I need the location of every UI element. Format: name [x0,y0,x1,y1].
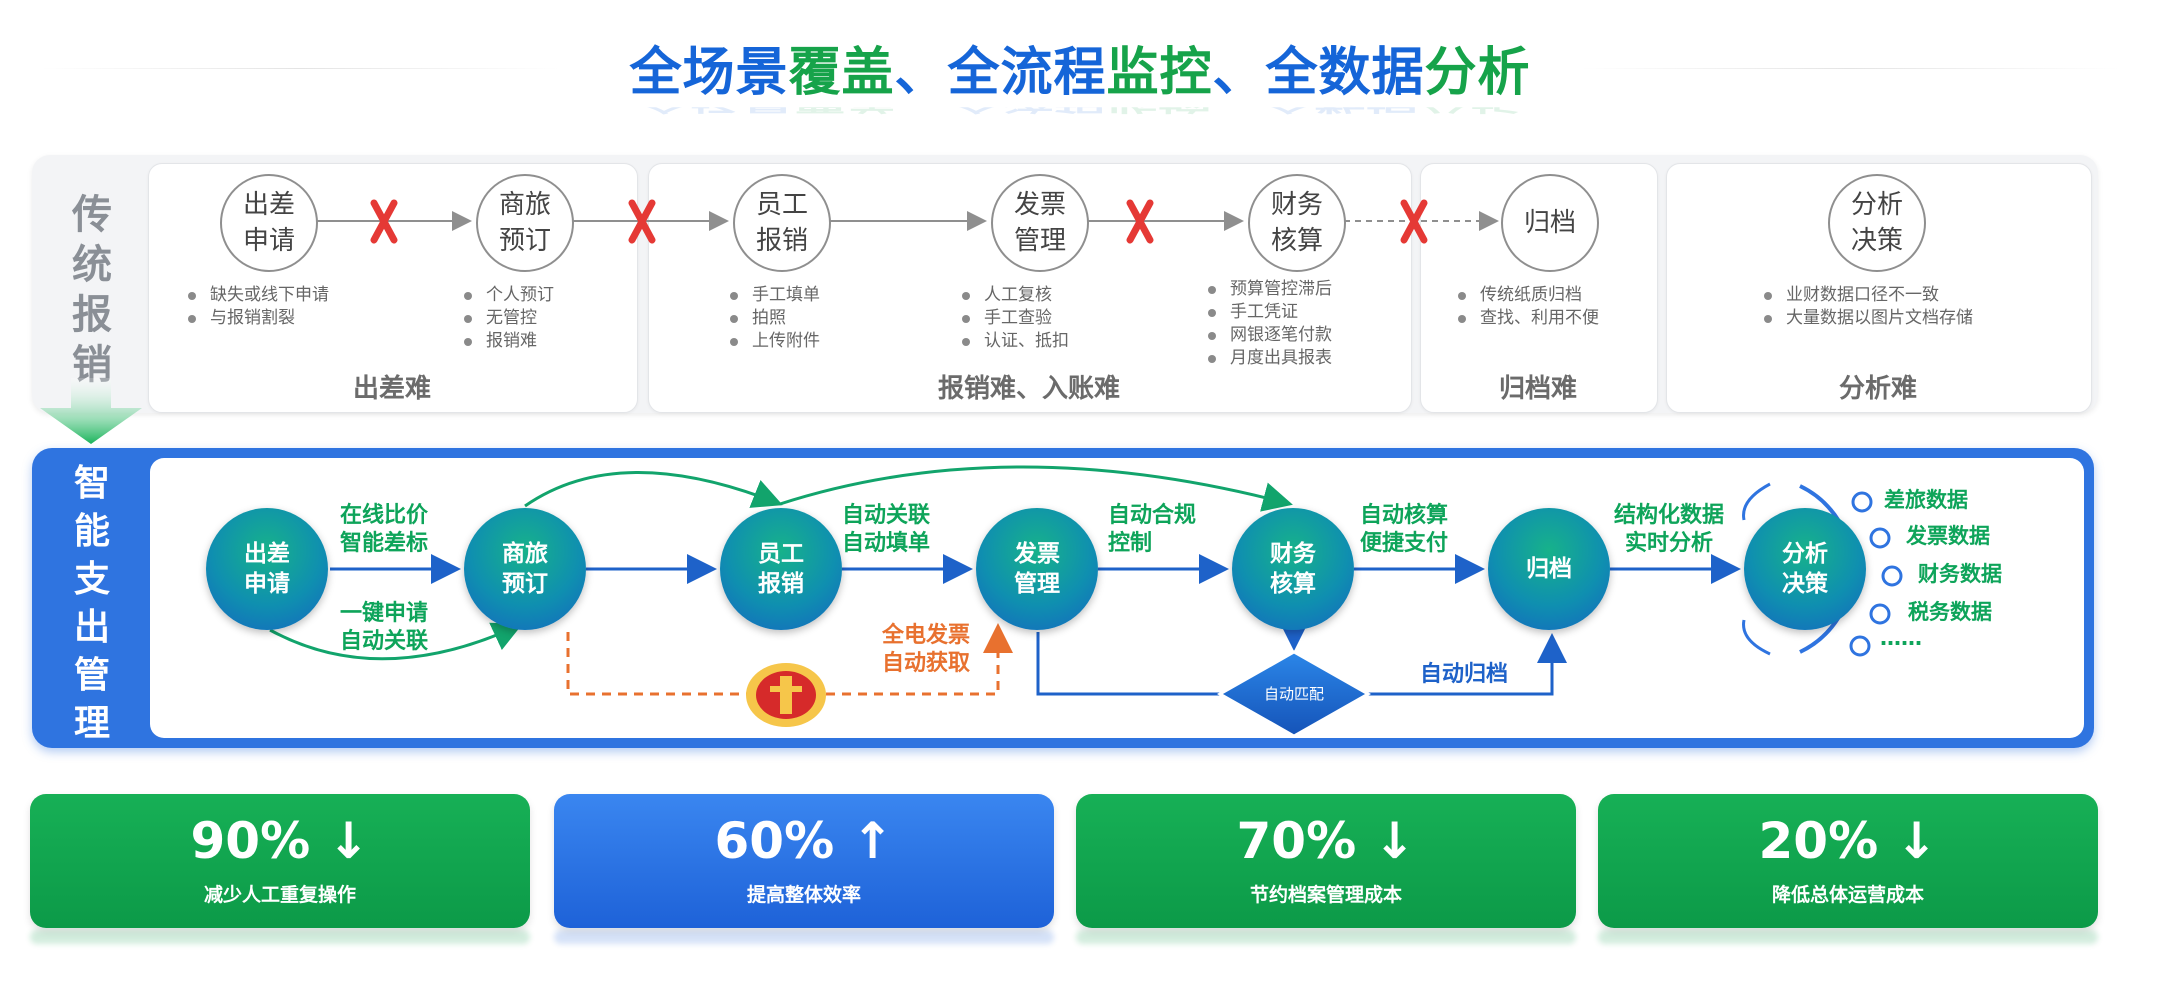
list-item: 上传附件 [728,330,820,353]
title-segment: 覆盖 [788,43,895,103]
list-item: 人工复核 [960,284,1069,307]
cross-icon [628,199,656,244]
stat-card-efficiency: 60% ↑ 提高整体效率 [554,794,1054,928]
list-item: 缺失或线下申请 [186,284,329,307]
list-item: 手工查验 [960,307,1069,330]
stat-value: 20% ↓ [1758,812,1938,870]
stat-caption: 降低总体运营成本 [1771,884,1924,906]
smart-node-invoice-mgmt: 发票管理 [976,508,1098,630]
list-item: 拍照 [728,307,820,330]
auto-match-diamond [1216,650,1372,738]
cross-icon [370,199,398,244]
title-segment: 监控 [1106,43,1213,103]
stat-shadow [30,930,530,944]
list-item: 业财数据口径不一致 [1762,284,1973,307]
card-label-archive: 归档难 [1498,374,1577,404]
traditional-side-label: 传 统 报 销 [72,192,112,388]
stat-value: 60% ↑ [714,812,894,870]
list-item: 认证、抵扣 [960,330,1069,353]
list-item: 查找、利用不便 [1456,307,1599,330]
stat-value: 90% ↓ [190,812,370,870]
list-item: 预算管控滞后 [1206,278,1332,301]
trad-node-analysis: 分析决策 [1828,174,1926,272]
stat-value: 70% ↓ [1236,812,1416,870]
list-item: 与报销割裂 [186,307,329,330]
stat-card-reduce-manual: 90% ↓ 减少人工重复操作 [30,794,530,928]
bullets-finance-accounting: 预算管控滞后 手工凭证 网银逐笔付款 月度出具报表 [1206,278,1332,370]
bullets-travel-booking: 个人预订 无管控 报销难 [462,284,554,353]
trad-node-archive: 归档 [1501,174,1599,272]
tax-seal-icon [746,663,826,727]
bullets-invoice-mgmt: 人工复核 手工查验 认证、抵扣 [960,284,1069,353]
stat-caption: 提高整体效率 [746,884,861,906]
cross-icon [1126,199,1154,244]
title-segment: 、全数据 [1212,43,1425,103]
stat-shadow [1598,930,2098,944]
down-arrow-icon [40,378,142,444]
list-item: 月度出具报表 [1206,347,1332,370]
stat-shadow [554,930,1054,944]
bullets-employee-claim: 手工填单 拍照 上传附件 [728,284,820,353]
data-label-finance: 财务数据 [1918,562,2002,586]
data-label-more: …… [1880,626,1922,650]
stat-card-archive-cost: 70% ↓ 节约档案管理成本 [1076,794,1576,928]
bullets-archive: 传统纸质归档 查找、利用不便 [1456,284,1599,330]
bullets-travel-request: 缺失或线下申请 与报销割裂 [186,284,329,330]
card-label-analysis: 分析难 [1838,374,1917,404]
bullets-analysis: 业财数据口径不一致 大量数据以图片文档存储 [1762,284,1973,330]
annotation-structured-data: 结构化数据实时分析 [1614,503,1725,556]
annotation-online-compare: 在线比价智能差标 [340,503,429,556]
list-item: 传统纸质归档 [1456,284,1599,307]
smart-node-travel-booking: 商旅预订 [464,508,586,630]
trad-node-invoice-mgmt: 发票管理 [991,174,1089,272]
list-item: 无管控 [462,307,554,330]
auto-match-label: 自动匹配 [1263,685,1324,703]
stat-caption: 节约档案管理成本 [1249,884,1402,906]
smart-side-label: 智 能 支 出 管 理 [73,463,110,744]
list-item: 大量数据以图片文档存储 [1762,307,1973,330]
smart-node-employee-claim: 员工报销 [720,508,842,630]
list-item: 网银逐笔付款 [1206,324,1332,347]
card-label-travel: 出差难 [352,374,431,404]
list-item: 手工填单 [728,284,820,307]
title-segment: 、全流程 [894,43,1107,103]
stat-caption: 减少人工重复操作 [203,884,356,906]
trad-node-travel-booking: 商旅预订 [476,174,574,272]
cross-icon [1400,199,1428,244]
annotation-auto-link: 自动关联自动填单 [842,503,931,556]
card-label-reimbursement: 报销难、入账难 [937,374,1120,404]
smart-node-travel-request: 出差申请 [206,508,328,630]
title-segment: 分析 [1424,43,1531,103]
trad-node-finance-accounting: 财务核算 [1248,174,1346,272]
trad-node-travel-request: 出差申请 [220,174,318,272]
smart-node-finance-accounting: 财务核算 [1232,508,1354,630]
annotation-auto-compliance: 自动合规控制 [1108,503,1197,556]
list-item: 个人预订 [462,284,554,307]
annotation-auto-accounting: 自动核算便捷支付 [1360,503,1449,556]
stat-shadow [1076,930,1576,944]
list-item: 报销难 [462,330,554,353]
stat-card-operating-cost: 20% ↓ 降低总体运营成本 [1598,794,2098,928]
annotation-auto-archive: 自动归档 [1420,662,1509,687]
page-title: 全场景覆盖、全流程监控、全数据分析 全场景覆盖、全流程监控、全数据分析 [0,30,2160,129]
traditional-flow-connectors [316,199,1499,244]
data-label-invoice: 发票数据 [1906,524,1990,548]
annotation-e-invoice: 全电发票自动获取 [882,623,971,676]
list-item: 手工凭证 [1206,301,1332,324]
title-segment: 全场景 [629,43,789,103]
data-label-travel: 差旅数据 [1884,488,1968,512]
annotation-one-click: 一键申请自动关联 [340,601,429,654]
smart-node-analysis: 分析决策 [1744,508,1866,630]
smart-node-archive: 归档 [1488,508,1610,630]
trad-node-employee-claim: 员工报销 [733,174,831,272]
data-label-tax: 税务数据 [1908,600,1992,624]
